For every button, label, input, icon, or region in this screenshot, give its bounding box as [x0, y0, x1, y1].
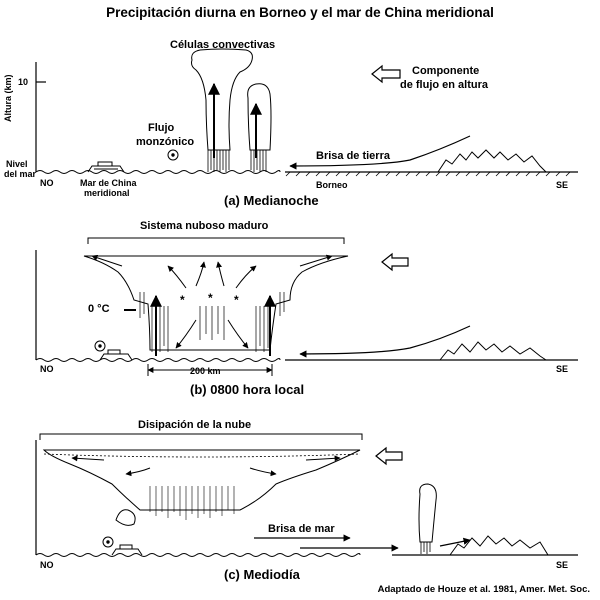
- scale-label: 200 km: [190, 366, 221, 376]
- sea-level-label-2: del mar: [4, 169, 37, 179]
- panel-b-graphics: * * *: [35, 237, 578, 376]
- outflow-arrows-c: [71, 455, 341, 477]
- dissipating-rain-c: [149, 486, 235, 520]
- dissipating-cloud-edge: [43, 453, 361, 458]
- land-convective-cell: [418, 483, 437, 543]
- convective-cell-small: [247, 83, 272, 151]
- convective-cell-tall: [191, 48, 253, 151]
- dissipation-label: Disipación de la nube: [138, 419, 252, 431]
- sea-surface-b: [35, 358, 281, 362]
- height-tick-label: 10: [18, 77, 29, 87]
- dissipating-cloud: [42, 449, 361, 511]
- land-breeze-arrow: [289, 135, 471, 170]
- mature-cloud-anvil: [83, 255, 349, 351]
- convective-cells-label: Células convectivas: [170, 39, 276, 51]
- direction-west-a: NO: [40, 178, 54, 188]
- land-breeze-arrow-b: [299, 325, 471, 358]
- ice-crystals-b: * * *: [180, 291, 239, 307]
- sea-name-label-1: Mar de China: [80, 178, 137, 188]
- rain-streaks-tall: [207, 150, 230, 172]
- downdraft-arrows-b: [175, 319, 249, 349]
- direction-east-c: SE: [556, 560, 569, 570]
- outflow-arrows-b: [91, 254, 333, 289]
- ship-icon-c: [111, 544, 143, 556]
- sea-surface-c: [35, 553, 361, 557]
- stratiform-rain-b: [139, 292, 285, 352]
- svg-text:*: *: [234, 293, 239, 307]
- sea-name-label-2: meridional: [84, 188, 130, 198]
- mountains-a: [437, 149, 547, 173]
- upper-flow-arrow-b: [381, 252, 409, 272]
- mature-cloud-label: Sistema nuboso maduro: [140, 220, 269, 232]
- mountains-c: [449, 535, 549, 556]
- freezing-level-label: 0 °C: [88, 303, 110, 315]
- upper-flow-label-2: de flujo en altura: [400, 79, 489, 91]
- ship-icon-b: [99, 349, 133, 361]
- panel-b-caption: (b) 0800 hora local: [190, 382, 305, 397]
- direction-west-c: NO: [40, 560, 54, 570]
- sea-breeze-label: Brisa de mar: [268, 523, 335, 535]
- sea-breeze-arrow-3: [439, 537, 471, 547]
- sea-surface-a: [35, 170, 281, 174]
- direction-west-b: NO: [40, 364, 54, 374]
- upper-flow-arrow: [371, 64, 401, 84]
- sea-level-label-1: Nivel: [6, 159, 28, 169]
- cloud-bracket-c: [39, 433, 363, 440]
- panel-a-caption: (a) Medianoche: [224, 193, 319, 208]
- monsoon-flow-label-1: Flujo: [148, 122, 175, 134]
- land-breeze-label: Brisa de tierra: [316, 150, 390, 162]
- cloud-bracket-b: [87, 237, 345, 244]
- upper-flow-label-1: Componente: [412, 65, 480, 77]
- direction-east-a: SE: [556, 180, 569, 190]
- monsoon-flow-icon: [167, 149, 179, 161]
- mountains-b: [439, 341, 547, 361]
- land-name-label: Borneo: [316, 180, 348, 190]
- height-axis-label: Altura (km): [3, 74, 13, 122]
- remnant-cloud: [115, 509, 136, 526]
- panel-a-graphics: [35, 48, 578, 177]
- panel-c-caption: (c) Mediodía: [224, 567, 300, 582]
- upper-flow-arrow-c: [375, 446, 403, 466]
- page-title: Precipitación diurna en Borneo y el mar …: [106, 5, 494, 20]
- monsoon-flow-icon-b: [94, 340, 106, 352]
- panel-c-graphics: [35, 433, 578, 557]
- svg-text:*: *: [208, 291, 213, 305]
- monsoon-flow-icon-c: [102, 536, 114, 548]
- ship-icon-a: [87, 161, 125, 173]
- svg-text:*: *: [180, 293, 185, 307]
- rain-streaks-small: [250, 150, 267, 172]
- credit-line: Adaptado de Houze et al. 1981, Amer. Met…: [377, 584, 590, 595]
- land-cell-rain: [420, 542, 431, 554]
- land-hatch-a: [285, 171, 571, 177]
- monsoon-flow-label-2: monzónico: [136, 136, 195, 148]
- direction-east-b: SE: [556, 364, 569, 374]
